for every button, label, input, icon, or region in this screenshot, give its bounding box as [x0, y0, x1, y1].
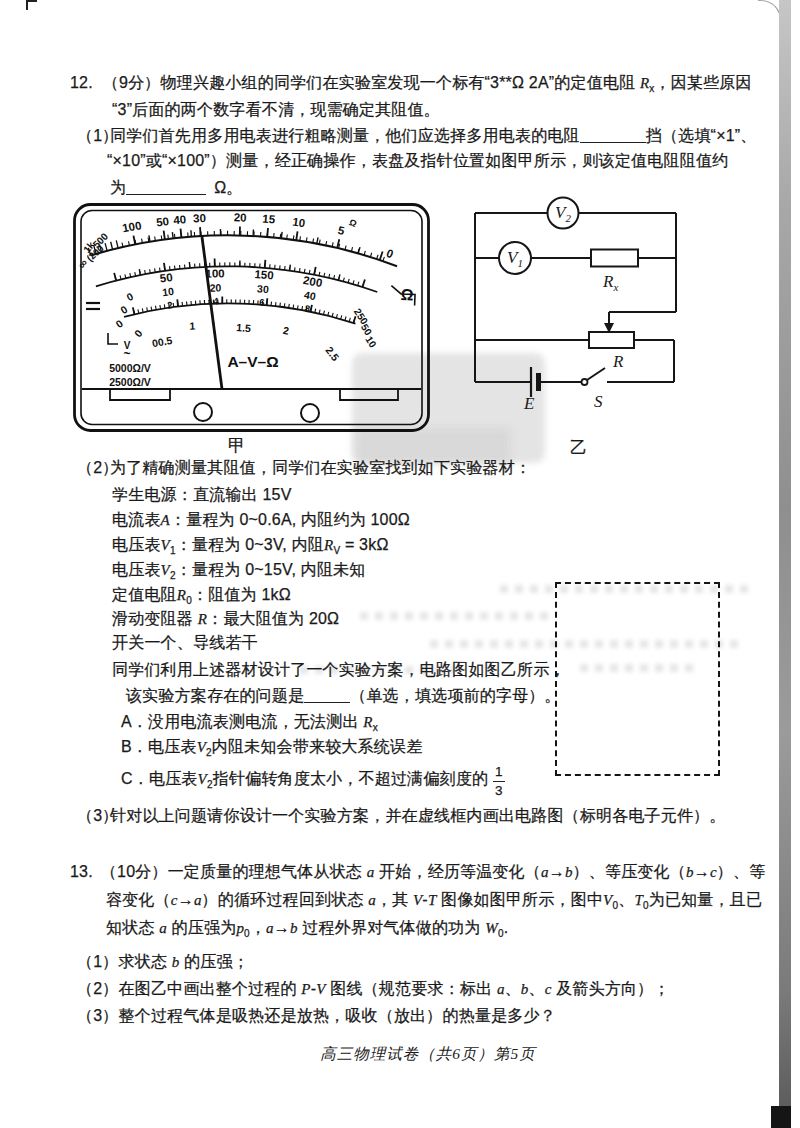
circuit-svg	[460, 196, 690, 458]
equip-voltmeter2: 电压表V2：量程为 0~15V, 内阻未知	[112, 561, 366, 582]
blank-answer	[126, 180, 206, 195]
q13-part3: （3）整个过程气体是吸热还是放热，吸收（放出）的热量是多少？	[77, 1007, 556, 1025]
svg-text:20: 20	[234, 211, 247, 223]
q12-line1: 12.（9分）物理兴趣小组的同学们在实验室发现一个标有“3**Ω 2A”的定值电…	[70, 74, 752, 95]
bleedthrough-text	[360, 612, 555, 620]
svg-text:200: 200	[302, 274, 323, 289]
svg-text:1.5: 1.5	[236, 321, 252, 334]
svg-text:5: 5	[337, 224, 346, 237]
scan-edge-strip	[779, 0, 791, 1128]
resistor-rx-label: Rx	[603, 272, 618, 293]
voltmeter-v1-label: V1	[503, 248, 527, 269]
q13-part1: （1）求状态 b 的压强；	[77, 953, 249, 971]
circuit-figure: V2 V1 Rx R E S	[460, 196, 690, 458]
svg-text:20: 20	[209, 281, 221, 293]
svg-text:2: 2	[282, 324, 290, 337]
svg-text:2: 2	[167, 299, 174, 311]
svg-text:10: 10	[162, 285, 175, 298]
q12-option-a: A．没用电流表测电流，无法测出 Rx	[121, 713, 378, 734]
blank-answer	[304, 688, 350, 703]
equip-voltmeter1: 电压表V1：量程为 0~3V, 内阻RV = 3kΩ	[112, 536, 389, 557]
scan-corner-mark	[26, 0, 37, 10]
blank-answer	[580, 128, 646, 143]
fraction-one-third: 13	[493, 765, 505, 797]
svg-text:30: 30	[193, 212, 206, 225]
q12-part3: （3）针对以上问题请你设计一个实验方案，并在虚线框内画出电路图（标明各电子元件）…	[77, 807, 726, 825]
svg-text:A–V–Ω: A–V–Ω	[227, 353, 278, 370]
equip-ammeter: 电流表A：量程为 0~0.6A, 内阻约为 100Ω	[112, 511, 410, 529]
svg-text:6: 6	[259, 297, 265, 308]
svg-text:100: 100	[121, 219, 142, 234]
q12-part1-line3: 为Ω。	[110, 179, 243, 197]
q13-line2: 容变化（c→a）的循环过程回到状态 a，其 V-T 图像如图甲所示，图中V0、T…	[106, 891, 762, 912]
figure-yi-label: 乙	[570, 436, 587, 459]
equip-rheostat: 滑动变阻器 R：最大阻值为 20Ω	[112, 610, 339, 628]
q13-line3: 知状态 a 的压强为p0，a→b 过程外界对气体做的功为 W0.	[106, 919, 508, 940]
svg-text:0: 0	[124, 290, 135, 303]
figure-jia-label: 甲	[228, 434, 245, 457]
svg-text:0: 0	[118, 303, 130, 316]
svg-text:30: 30	[257, 282, 270, 295]
svg-text:15: 15	[262, 213, 276, 226]
q12-option-c: C．电压表V2指针偏转角度太小，不超过满偏刻度的13	[121, 765, 505, 797]
svg-text:2.5: 2.5	[323, 344, 342, 363]
svg-text:2500Ω/V: 2500Ω/V	[109, 376, 151, 388]
q13-part2: （2）在图乙中画出整个过程的 P-V 图线（规范要求：标出 a、b、c 及箭头方…	[77, 980, 670, 998]
svg-text:Ω: Ω	[348, 217, 358, 229]
battery-e-label: E	[524, 394, 534, 414]
svg-text:0: 0	[131, 327, 144, 339]
svg-text:1: 1	[189, 320, 195, 332]
equip-resistor: 定值电阻R0：阻值为 1kΩ	[112, 586, 291, 607]
rheostat-r-label: R	[613, 352, 623, 372]
switch-s-label: S	[594, 392, 603, 412]
svg-text:0: 0	[385, 247, 395, 260]
page-footer: 高三物理试卷（共6页）第5页	[56, 1044, 800, 1065]
svg-text:00.5: 00.5	[151, 334, 173, 349]
q12-part2-intro: （2）为了精确测量其阻值，同学们在实验室找到如下实验器材：	[77, 459, 531, 477]
svg-text:40: 40	[173, 213, 187, 226]
svg-text:50: 50	[159, 271, 173, 284]
q12-part1-line2: “×10”或“×100”）测量，经正确操作，表盘及指针位置如图甲所示，则该定值电…	[107, 152, 728, 170]
multimeter-svg: 10050403020151050∞1k500(200ΩΩ50100150200…	[72, 202, 432, 434]
svg-text:~: ~	[123, 347, 130, 361]
scan-corner-curve	[758, 0, 781, 25]
scan-edge-blob	[771, 1106, 791, 1128]
voltmeter-v2-label: V2	[551, 203, 575, 224]
q12-option-b: B．电压表V2内阻未知会带来较大系统误差	[121, 738, 422, 759]
svg-text:8: 8	[304, 303, 311, 315]
answer-dashed-box	[555, 582, 720, 776]
multimeter-figure: 10050403020151050∞1k500(200ΩΩ50100150200…	[72, 202, 432, 434]
svg-text:5000Ω/V: 5000Ω/V	[109, 362, 151, 374]
q12-plan-line2: 该实验方案存在的问题是（单选，填选项前的字母）。	[126, 687, 561, 705]
q12-part1-line1: （1）同学们首先用多用电表进行粗略测量，他们应选择多用电表的电阻挡（选填“×1”…	[77, 127, 757, 145]
q13-line1: 13.（10分）一定质量的理想气体从状态 a 开始，经历等温变化（a→b）、等压…	[70, 863, 765, 881]
svg-text:0: 0	[113, 317, 125, 330]
q12-plan-line1: 同学们利用上述器材设计了一个实验方案，电路图如图乙所示，	[112, 661, 566, 679]
svg-text:10: 10	[292, 216, 306, 230]
q12-line2: “3”后面的两个数字看不清，现需确定其阻值。	[112, 101, 440, 119]
svg-text:50: 50	[155, 215, 169, 228]
equip-switch: 开关一个、导线若干	[112, 634, 258, 652]
svg-text:40: 40	[303, 288, 317, 302]
svg-text:150: 150	[254, 268, 274, 281]
equip-power: 学生电源：直流输出 15V	[112, 486, 292, 504]
